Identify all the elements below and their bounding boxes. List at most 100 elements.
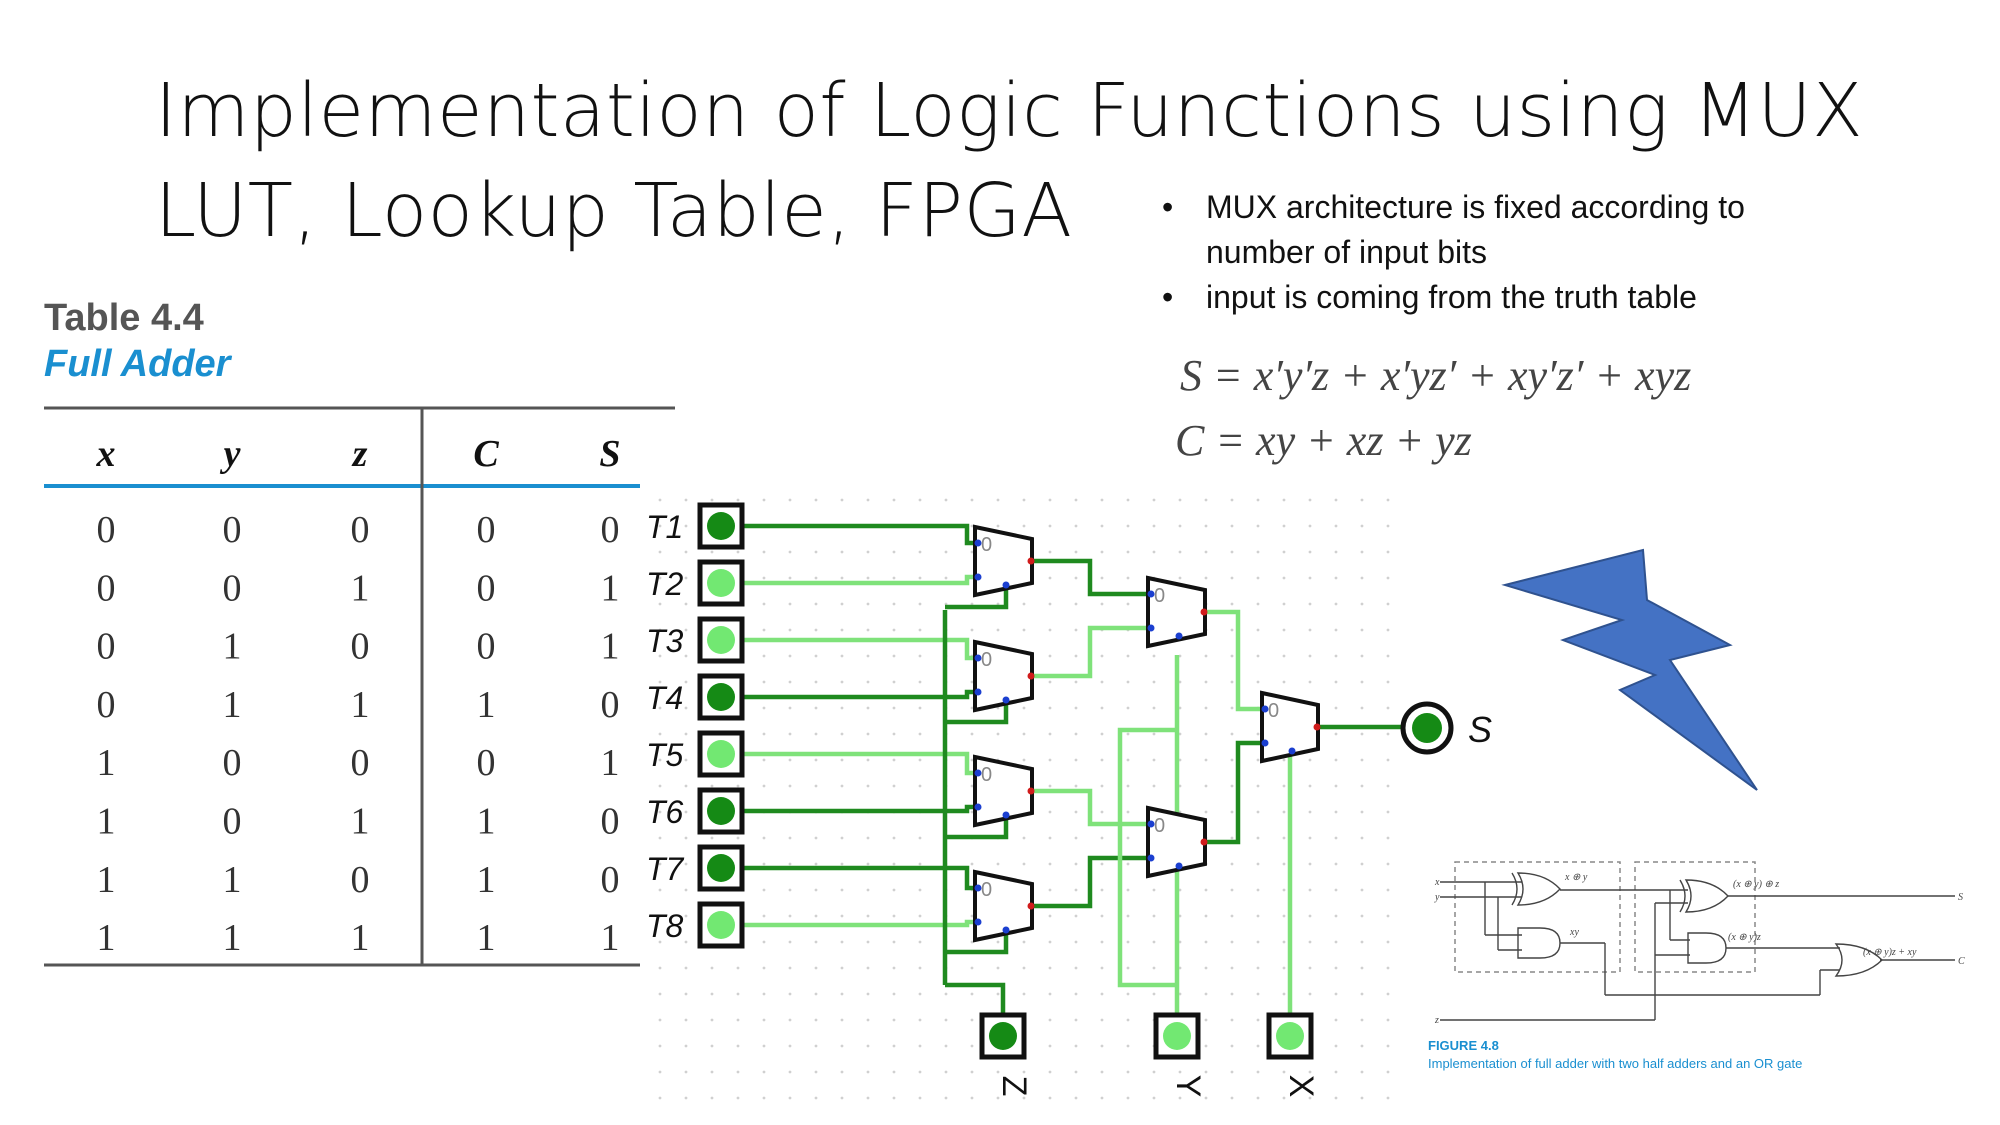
mux-port [1147, 820, 1155, 828]
table-cell: 1 [351, 801, 370, 843]
input-pin-label: T8 [646, 908, 684, 944]
input-pin-label: T1 [646, 509, 683, 545]
select-pin-label: Y [1169, 1075, 1207, 1098]
wire [945, 585, 1009, 610]
table-cell: 0 [601, 509, 620, 551]
mux-port [974, 884, 982, 892]
data-input-pin: T2 [646, 559, 745, 607]
wire [743, 751, 975, 776]
wire [1205, 609, 1262, 712]
mux-port [1175, 632, 1183, 640]
table-cell: 0 [223, 567, 242, 609]
select-input-pin: X [1266, 1012, 1320, 1098]
table-cell: 1 [601, 742, 620, 784]
table-cell: 0 [223, 742, 242, 784]
figure-input-x: x [1434, 877, 1440, 888]
figure-or-label: (x ⊕ y)z + xy [1863, 947, 1917, 958]
table-cell: 1 [223, 859, 242, 901]
input-pin-light [707, 911, 735, 939]
mux-body [973, 524, 1034, 598]
mux-zero-label: 0 [981, 879, 992, 901]
mux-port [1288, 747, 1296, 755]
table-cell: 1 [477, 801, 496, 843]
equation-c: C = xy + xz + yz [1175, 416, 1472, 465]
mux-body [1146, 575, 1207, 649]
mux-body [973, 869, 1034, 943]
table-cell: 1 [97, 801, 116, 843]
figure-output-s: S [1958, 892, 1963, 903]
table-cell: 1 [223, 684, 242, 726]
circuit-grid [658, 498, 1390, 1100]
mux: 0 [1146, 805, 1208, 879]
table-caption-number: Table 4.4 [44, 297, 204, 339]
table-cell: 0 [601, 801, 620, 843]
figure-and1-label: xy [1569, 927, 1579, 938]
data-input-pin: T1 [646, 502, 745, 550]
input-pin-light [707, 683, 735, 711]
mux-port [1002, 696, 1010, 704]
lightning-bolt-icon [1501, 548, 1758, 791]
wire [1032, 558, 1148, 597]
select-pin-label: X [1282, 1075, 1320, 1098]
input-pin-light [707, 797, 735, 825]
equation-s: S = x′y′z + x′yz′ + xy′z′ + xyz [1180, 351, 1692, 400]
mux-body [1146, 805, 1207, 879]
wire [743, 523, 975, 546]
input-pin-light [707, 854, 735, 882]
figure-output-c: C [1958, 956, 1965, 967]
table-cell: 1 [351, 684, 370, 726]
table-cell: 1 [223, 917, 242, 959]
data-input-pin: T3 [646, 616, 745, 664]
input-pin-light [707, 740, 735, 768]
wire [945, 700, 1009, 725]
output-led: S [1400, 701, 1492, 755]
slide-title-line-1: Implementation of Logic Functions using … [155, 68, 1864, 154]
figure-input-y: y [1434, 892, 1440, 903]
mux: 0 [973, 524, 1035, 598]
table-cell: 0 [351, 509, 370, 551]
input-pin-light [707, 569, 735, 597]
bullet-list: MUX architecture is fixed according to n… [1162, 185, 1862, 320]
table-cell: 1 [601, 917, 620, 959]
mux-port [1200, 838, 1208, 846]
wire [743, 865, 975, 891]
figure-input-z: z [1434, 1015, 1439, 1026]
data-input-pin: T4 [646, 673, 745, 721]
figure-xor2-label: (x ⊕ y) ⊕ z [1733, 879, 1779, 890]
input-pin-label: T6 [646, 794, 684, 830]
table-cell: 1 [601, 626, 620, 668]
figure-caption: Implementation of full adder with two ha… [1428, 1056, 1802, 1071]
table-cell: 1 [97, 859, 116, 901]
mux-port [974, 654, 982, 662]
table-cell: 1 [223, 626, 242, 668]
input-pin-light [707, 626, 735, 654]
mux-zero-label: 0 [1154, 585, 1165, 607]
figure-title: FIGURE 4.8 [1428, 1038, 1499, 1053]
mux-port [1261, 705, 1269, 713]
wire [1032, 788, 1148, 827]
select-pin-light [989, 1022, 1017, 1050]
table-cell: 1 [601, 567, 620, 609]
mux: 0 [1260, 690, 1321, 764]
table-cell: 0 [97, 684, 116, 726]
mux-port [1200, 608, 1208, 616]
table-caption-title: Full Adder [44, 343, 233, 385]
slide-title-line-2: LUT, Lookup Table, FPGA [155, 168, 1073, 254]
mux-port [1027, 557, 1035, 565]
input-pin-label: T7 [646, 851, 685, 887]
mux: 0 [973, 754, 1035, 828]
table-header-cell: x [96, 433, 116, 475]
mux: 0 [1146, 575, 1208, 649]
table-cell: 0 [223, 509, 242, 551]
table-cell: 1 [351, 917, 370, 959]
mux-port [974, 688, 982, 696]
mux-zero-label: 0 [1154, 815, 1165, 837]
data-input-pin: T8 [646, 901, 745, 949]
mux-port [974, 573, 982, 581]
table-header-cell: y [220, 433, 241, 475]
